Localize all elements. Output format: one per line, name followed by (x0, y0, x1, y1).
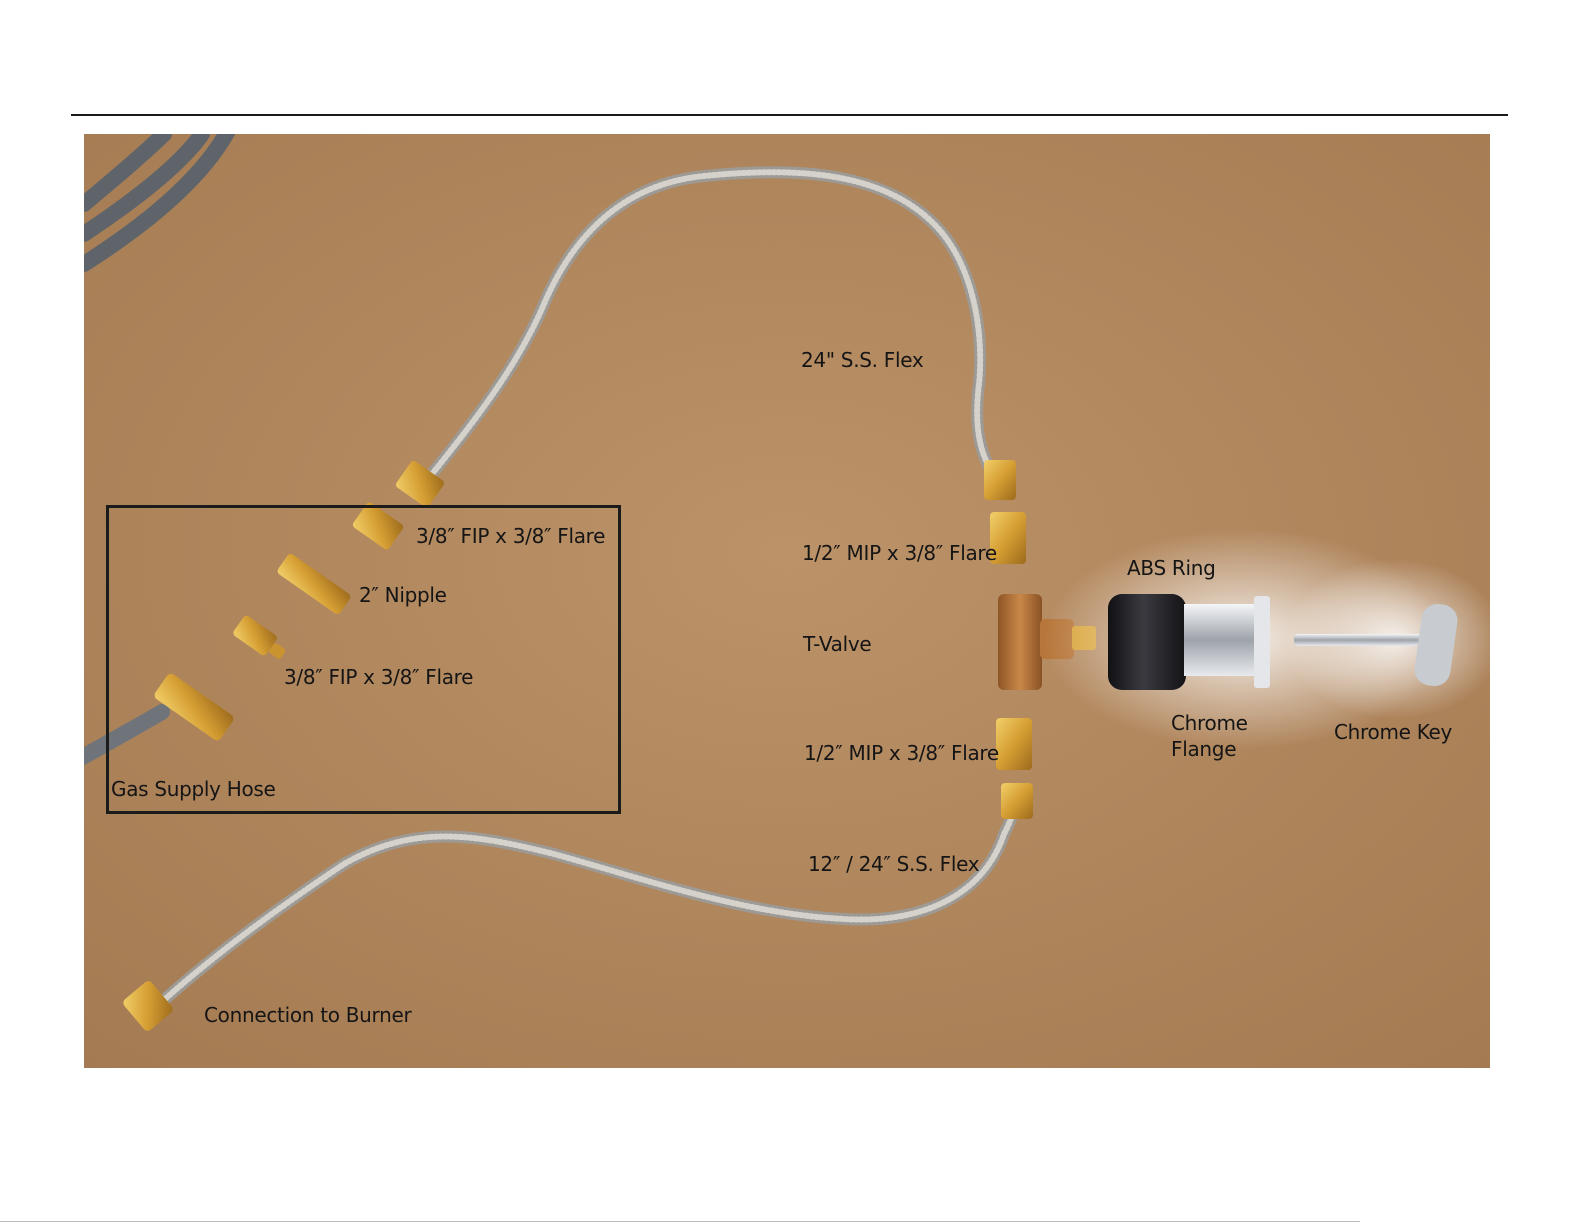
label-chrome-key: Chrome Key (1334, 719, 1452, 745)
footer-rule (0, 1221, 1360, 1222)
label-chrome-flange: Chrome Flange (1171, 710, 1281, 762)
label-24-ss-flex: 24" S.S. Flex (801, 347, 923, 373)
label-abs-ring: ABS Ring (1127, 555, 1216, 581)
label-gas-supply-hose: Gas Supply Hose (111, 776, 276, 802)
label-fip-flare-bottom: 3/8″ FIP x 3/8″ Flare (284, 664, 473, 690)
mip-flare-fitting-bottom (996, 718, 1032, 770)
abs-ring (1108, 594, 1186, 690)
chrome-flange (1184, 596, 1270, 688)
supply-fittings-box (106, 505, 621, 814)
label-mip-flare-bottom: 1/2″ MIP x 3/8″ Flare (804, 740, 999, 766)
flare-nut-bottom (1001, 783, 1033, 819)
label-mip-flare-top: 1/2″ MIP x 3/8″ Flare (802, 540, 997, 566)
flare-nut-top (984, 460, 1016, 500)
gas-kit-photo: 24" S.S. Flex 3/8″ FIP x 3/8″ Flare 2″ N… (84, 134, 1490, 1068)
label-12-24-ss-flex: 12″ / 24″ S.S. Flex (808, 851, 979, 877)
label-fip-flare-top: 3/8″ FIP x 3/8″ Flare (416, 523, 605, 549)
label-nipple: 2″ Nipple (359, 582, 447, 608)
header-rule (71, 114, 1508, 116)
label-connection-to-burner: Connection to Burner (204, 1002, 411, 1028)
label-t-valve: T-Valve (803, 631, 871, 657)
